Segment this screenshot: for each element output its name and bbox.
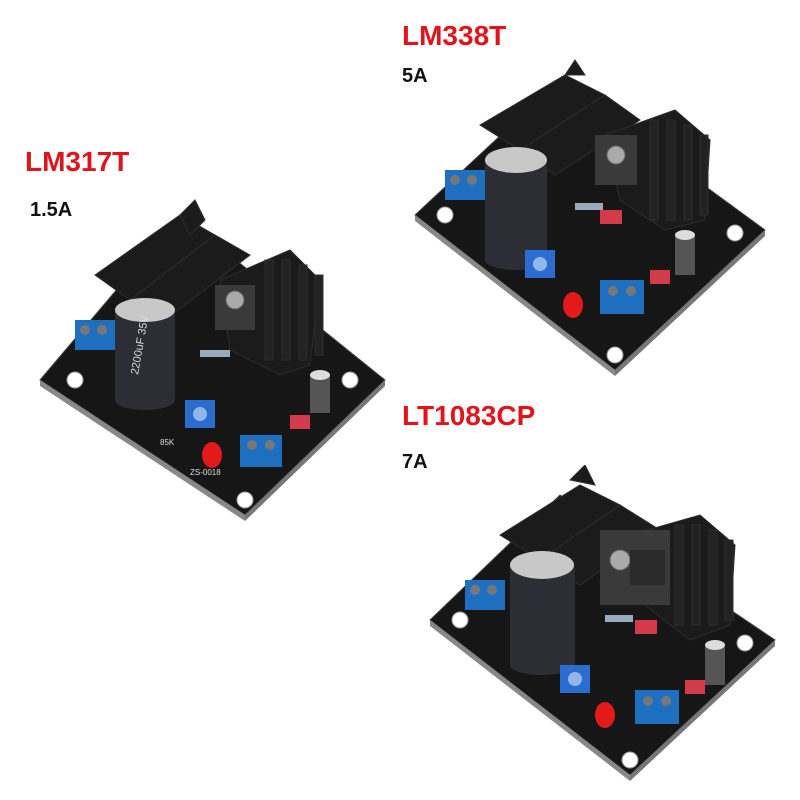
output-terminal-block bbox=[635, 690, 679, 724]
lt1083cp-board-photo bbox=[420, 465, 790, 785]
rating-label-lm317t: 1.5A bbox=[30, 199, 73, 221]
lm338t-board-photo bbox=[405, 55, 785, 385]
rating-label-lm338t: 5A bbox=[402, 65, 428, 87]
capacitor: 2200uF 35V bbox=[115, 298, 175, 410]
model-label-lm338t: LM338T bbox=[402, 20, 507, 51]
input-terminal-block bbox=[75, 320, 115, 350]
pot-value-text: 85K bbox=[160, 438, 175, 447]
led bbox=[563, 292, 583, 318]
led bbox=[202, 442, 222, 468]
led bbox=[595, 702, 615, 728]
capacitor bbox=[485, 147, 547, 270]
model-label-lm317t: LM317T bbox=[25, 146, 130, 177]
heatsink bbox=[94, 199, 324, 376]
input-terminal-block bbox=[445, 170, 485, 200]
input-terminal-block bbox=[465, 580, 505, 610]
board-code-text: ZS-0018 bbox=[190, 468, 221, 477]
output-terminal-block bbox=[240, 435, 282, 467]
model-label-lt1083cp: LT1083CP bbox=[402, 400, 536, 431]
rating-label-lt1083cp: 7A bbox=[402, 451, 428, 473]
capacitor bbox=[510, 551, 575, 675]
output-terminal-block bbox=[600, 280, 644, 314]
lm317t-board-photo: 2200uF 35V 85K ZS-0018 bbox=[30, 190, 400, 530]
